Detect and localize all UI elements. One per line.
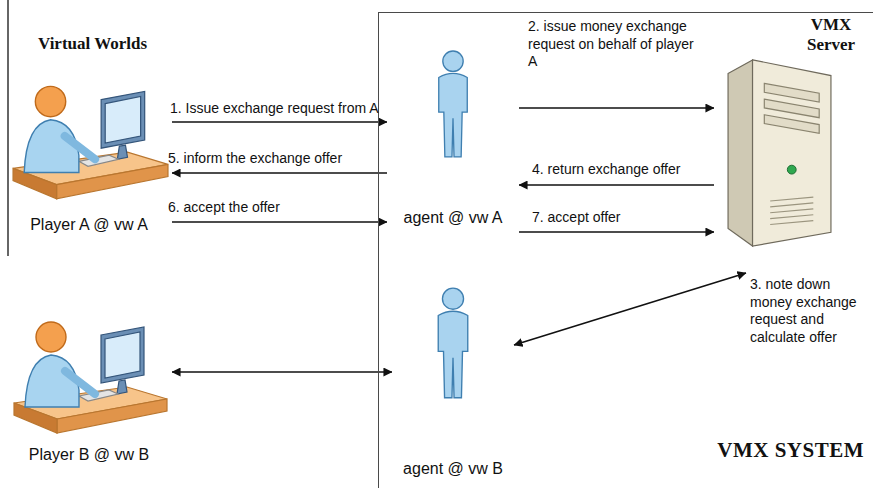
person-arm — [65, 371, 95, 394]
server-front — [753, 60, 831, 246]
drive-bay — [764, 83, 819, 102]
agent-node: agent @ vw A — [389, 49, 517, 227]
person-body — [25, 355, 79, 407]
monitor-screen — [105, 97, 140, 144]
player-illustration — [8, 55, 170, 215]
vent-slot — [770, 215, 813, 219]
player-illustration — [8, 295, 170, 445]
person-head — [36, 322, 66, 352]
flow-arrow — [172, 371, 392, 373]
monitor — [101, 91, 145, 148]
node-label: Player B @ vw B — [29, 445, 149, 464]
monitor-stand — [117, 145, 127, 159]
agent-body — [438, 311, 468, 397]
step-label: 5. inform the exchange offer — [168, 150, 342, 168]
monitor-screen — [105, 332, 140, 378]
step-note: 3. note down money exchange request and … — [750, 276, 870, 346]
server-node: VMX Server — [716, 15, 868, 271]
agent-illustration — [389, 49, 517, 161]
monitor — [101, 327, 144, 383]
step-label: 7. accept offer — [532, 209, 620, 227]
server-side — [728, 60, 753, 246]
drive-bay — [764, 99, 819, 118]
person-head — [35, 86, 65, 116]
power-led — [787, 165, 796, 174]
agent-body — [439, 73, 468, 156]
flow-arrow — [172, 172, 387, 174]
vent-slot — [770, 197, 813, 201]
vent-slot — [770, 221, 813, 225]
step-label: 2. issue money exchange request on behal… — [528, 18, 700, 71]
agent-node: agent @ vw B — [394, 286, 512, 478]
person-body — [24, 120, 79, 173]
node-label: agent @ vw A — [404, 208, 503, 227]
node-label: Player A @ vw A — [30, 215, 148, 234]
monitor-stand — [117, 380, 127, 394]
step-label: 1. Issue exchange request from A — [170, 100, 379, 118]
player-icon-node: Player B @ vw B — [8, 295, 170, 477]
node-label: agent @ vw B — [403, 459, 503, 478]
person-arm — [65, 136, 95, 159]
step-label: 4. return exchange offer — [532, 161, 680, 179]
system-boundary: agent @ vw A VMX Server agent @ vw B VMX SY… — [378, 12, 873, 488]
flow-arrow — [172, 221, 387, 223]
region-title: Virtual Worlds — [38, 33, 147, 54]
vent-slot — [770, 203, 813, 207]
flow-arrow — [519, 107, 714, 109]
vent-slot — [770, 209, 813, 213]
flow-arrow — [172, 121, 387, 123]
flow-arrow — [514, 273, 746, 345]
step-label: 6. accept the offer — [168, 199, 280, 217]
agent-head — [442, 288, 463, 309]
agent-head — [443, 51, 463, 71]
region-border — [7, 0, 9, 256]
node-label: VMX Server — [800, 15, 862, 54]
flow-arrow — [519, 231, 714, 233]
server-illustration — [722, 54, 837, 250]
drive-bay — [764, 115, 819, 134]
node-label: VMX SYSTEM — [717, 438, 864, 463]
player-icon-node: Player A @ vw A — [8, 55, 170, 245]
agent-illustration — [394, 286, 512, 402]
flow-arrow — [519, 184, 714, 186]
